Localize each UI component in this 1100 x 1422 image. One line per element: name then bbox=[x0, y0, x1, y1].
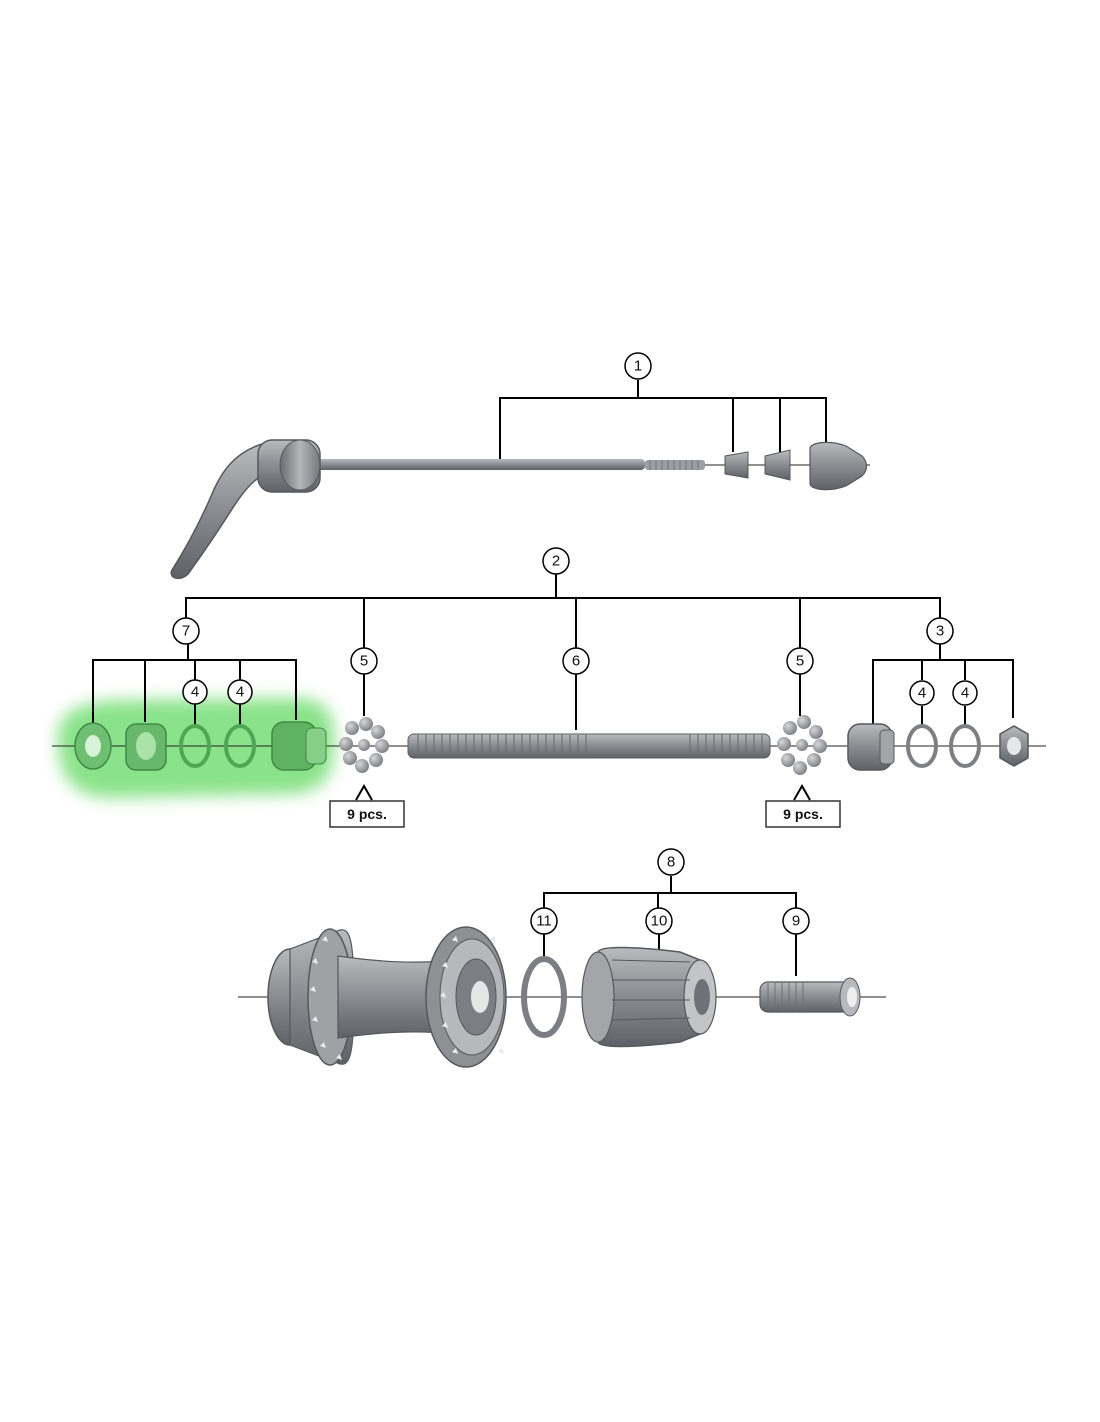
callout-5b: 5 bbox=[796, 653, 804, 670]
axle-group: 2 7 3 5 6 5 4 4 4 4 9 pcs. 9 pcs. bbox=[52, 547, 1046, 828]
qr-skewer-rod bbox=[300, 459, 645, 470]
quantity-box-left bbox=[329, 800, 405, 828]
right-cone-assembly bbox=[847, 723, 1029, 771]
callout-5a: 5 bbox=[360, 653, 368, 670]
highlight-part-7 bbox=[57, 698, 335, 798]
hub-body-group: 8 11 10 9 bbox=[238, 848, 886, 1068]
quantity-label-left: 9 pcs. bbox=[347, 806, 387, 822]
callout-4d: 4 bbox=[961, 685, 969, 702]
freehub-sleeve bbox=[759, 977, 861, 1017]
callout-6-circle bbox=[562, 647, 590, 675]
qr-spring-small bbox=[724, 451, 749, 479]
qr-lever bbox=[170, 443, 278, 580]
callout-9: 9 bbox=[792, 913, 800, 930]
leader-3 bbox=[872, 644, 1014, 726]
callout-6: 6 bbox=[572, 653, 580, 670]
callout-2: 2 bbox=[552, 553, 560, 570]
callout-4a-circle bbox=[182, 679, 208, 705]
callout-8: 8 bbox=[667, 854, 675, 871]
freehub-spacer-ring bbox=[521, 956, 567, 1038]
callout-2-circle bbox=[542, 547, 570, 575]
callout-4c: 4 bbox=[918, 685, 926, 702]
leader-9pcs-left bbox=[355, 783, 373, 801]
qr-adjusting-nut bbox=[809, 441, 868, 491]
qr-skewer-thread bbox=[645, 460, 705, 470]
ball-bearings-left bbox=[339, 717, 389, 773]
callout-4b-circle bbox=[227, 679, 253, 705]
callout-5b-circle bbox=[786, 647, 814, 675]
callout-4d-circle bbox=[952, 680, 978, 706]
leader-2 bbox=[185, 574, 941, 648]
callout-5a-circle bbox=[350, 647, 378, 675]
leader-8 bbox=[543, 876, 797, 908]
freehub-body bbox=[581, 946, 717, 1048]
callout-3-circle bbox=[926, 617, 954, 645]
callout-4c-circle bbox=[909, 680, 935, 706]
ball-bearings-right bbox=[777, 715, 827, 775]
callout-8-circle bbox=[657, 848, 685, 876]
callout-10-circle bbox=[645, 907, 673, 935]
hub-axle bbox=[407, 733, 771, 759]
leader-7 bbox=[92, 644, 297, 726]
callout-1-circle bbox=[624, 352, 652, 380]
quantity-label-right: 9 pcs. bbox=[783, 806, 823, 822]
callout-10: 10 bbox=[651, 913, 668, 930]
callout-7-circle bbox=[172, 617, 200, 645]
left-cone-assembly bbox=[74, 721, 327, 771]
callout-1: 1 bbox=[634, 358, 642, 375]
leader-1 bbox=[499, 380, 827, 460]
callout-11: 11 bbox=[536, 913, 552, 930]
leader-9pcs-right bbox=[793, 783, 811, 801]
quantity-box-right bbox=[765, 800, 841, 828]
callout-3: 3 bbox=[936, 623, 944, 640]
quick-release-group: 1 bbox=[170, 352, 870, 580]
qr-spring-large bbox=[764, 449, 791, 481]
callout-11-circle bbox=[530, 907, 558, 935]
callout-4a: 4 bbox=[191, 684, 199, 701]
hub-shell bbox=[267, 926, 507, 1068]
callout-4b: 4 bbox=[236, 684, 244, 701]
callout-7: 7 bbox=[182, 623, 190, 640]
callout-9-circle bbox=[782, 907, 810, 935]
